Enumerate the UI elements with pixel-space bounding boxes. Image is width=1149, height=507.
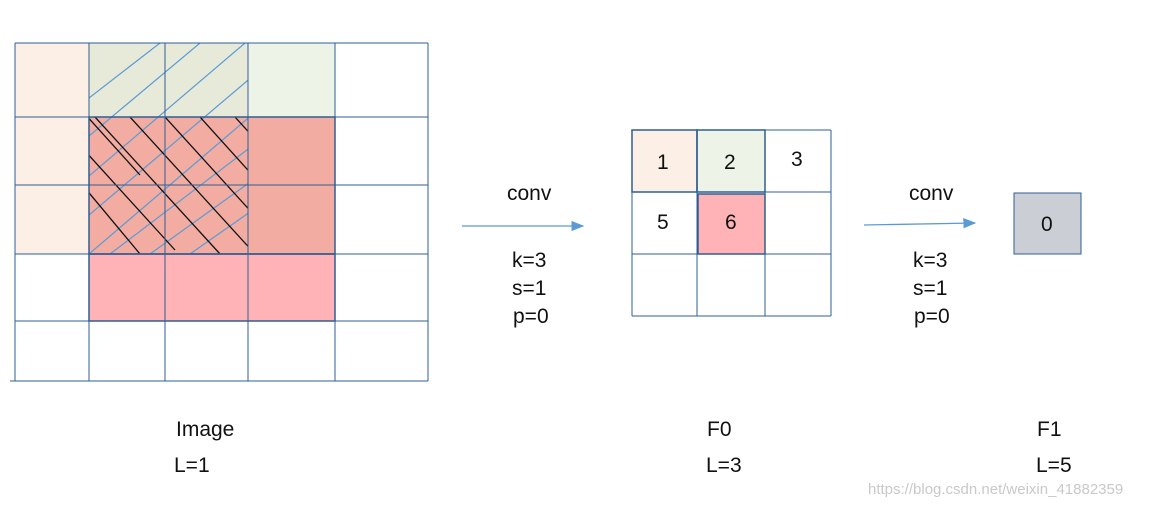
f0-cell-6-fill [698, 194, 765, 254]
conv1-padding: p=0 [513, 305, 549, 328]
image-grid [10, 42, 429, 382]
f0-level: L=3 [706, 454, 742, 477]
f1-cell-value: 0 [1041, 213, 1053, 236]
f0-cell-2-value: 2 [724, 151, 736, 174]
f0-cell-6-outline [697, 193, 766, 255]
conv1-title: conv [507, 182, 552, 205]
conv2-stride: s=1 [913, 277, 948, 300]
f1-level: L=5 [1036, 454, 1072, 477]
f0-label: F0 [707, 418, 732, 441]
watermark: https://blog.csdn.net/weixin_41882359 [868, 481, 1124, 498]
f0-cell-1-fill [632, 130, 697, 192]
arrow-conv2 [863, 218, 977, 229]
conv1-stride: s=1 [512, 277, 547, 300]
image-fill-olive [89, 43, 248, 117]
f0-cell-2-outline [696, 129, 766, 193]
image-label: Image [176, 418, 235, 441]
conv2-title: conv [909, 182, 954, 205]
conv2-padding: p=0 [914, 305, 950, 328]
f0-cell-2-fill [697, 130, 765, 192]
image-fill-green [248, 43, 335, 117]
image-fill-orange [15, 43, 89, 254]
conv1-kernel: k=3 [512, 249, 547, 272]
f0-grid [631, 129, 832, 317]
f0-cell-6-value: 6 [725, 211, 737, 234]
blue-hatch [89, 43, 248, 254]
conv2-kernel: k=3 [913, 249, 948, 272]
image-level: L=1 [174, 454, 210, 477]
f0-cell-1-value: 1 [657, 151, 669, 174]
image-region-outline-pink [88, 253, 336, 322]
f0-cell-3-value: 3 [791, 148, 803, 171]
f1-cell [1013, 192, 1082, 255]
f1-label: F1 [1037, 418, 1062, 441]
image-fill-pink [89, 254, 335, 321]
f0-cell-5-value: 5 [657, 211, 669, 234]
